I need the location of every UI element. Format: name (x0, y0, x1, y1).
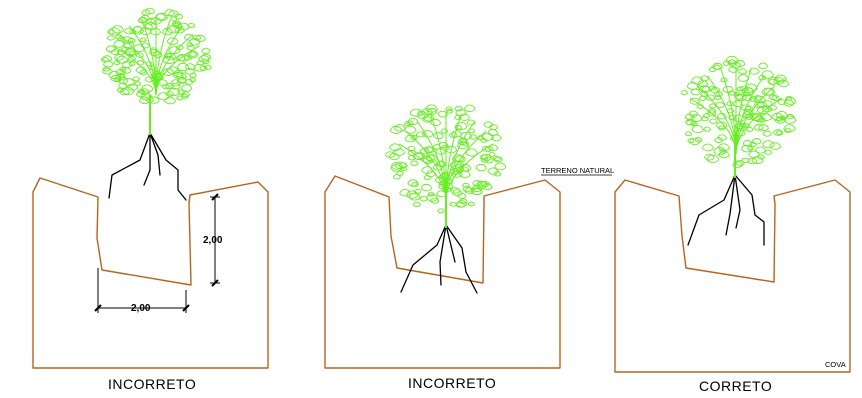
panel-1-width-dimension: 2,00 (94, 268, 190, 314)
panel-1-roots (108, 132, 187, 201)
panel-3-roots (687, 174, 765, 246)
panel-2-caption: INCORRETO (408, 375, 496, 391)
panel-3-pit-outline (614, 179, 851, 373)
panel-1-caption: INCORRETO (108, 376, 196, 392)
tree-crown (680, 55, 797, 168)
panel-1-depth-dimension: 2,00 (203, 193, 223, 287)
panel-2-roots (400, 224, 478, 294)
pit-label: COVA (825, 360, 846, 369)
panel-3-tree (680, 55, 797, 178)
panel-1-width-label: 2,00 (131, 303, 151, 314)
panel-1-pit-outline (32, 177, 269, 369)
panel-3-correct: COVA CORRETO (614, 55, 851, 394)
ground-level-label: TERRENO NATURAL (541, 166, 614, 175)
panel-2-incorrect-tree-deep: TERRENO NATURAL INCORRETO (324, 104, 614, 391)
tree-crown (384, 104, 507, 214)
panel-2-tree (384, 104, 507, 228)
panel-2-pit-outline (324, 175, 561, 369)
panel-1-tree (100, 7, 212, 135)
panel-1-incorrect-tree-above: 2,00 2,00 INCORRETO (32, 7, 269, 392)
panel-1-depth-label: 2,00 (203, 235, 223, 246)
tree-crown (100, 7, 212, 105)
panel-3-caption: CORRETO (699, 378, 772, 394)
